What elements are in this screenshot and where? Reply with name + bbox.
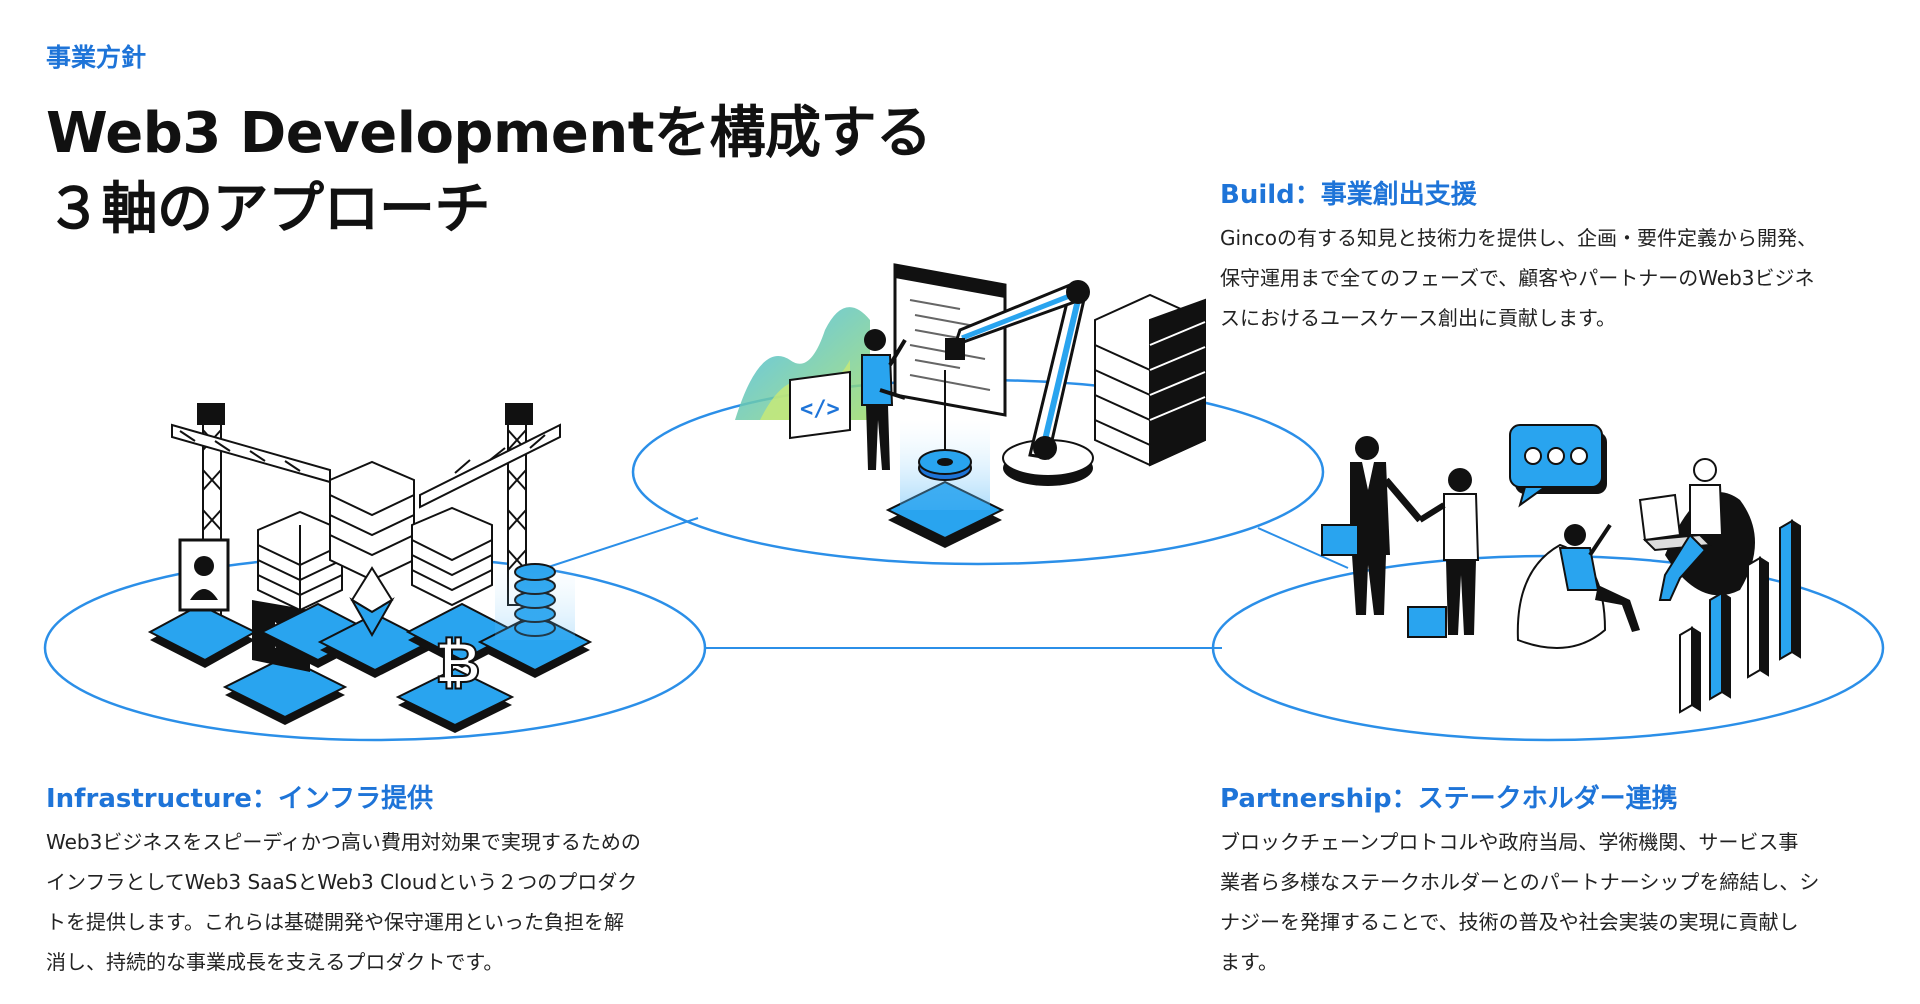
infrastructure-line: Web3ビジネスをスピーディかつ高い費用対効果で実現するための [46,830,641,854]
section-label: 事業方針 [46,43,147,72]
build-line: 保守運用まで全てのフェーズで、顧客やパートナーのWeb3ビジネ [1220,266,1815,290]
page-title-line-2: ３軸のアプローチ [46,177,491,242]
tile-ethereum [317,460,433,678]
laptop-person-icon [1638,458,1755,601]
code-tag-card: </> [789,370,851,440]
page-title-line-1: Web3 Developmentを構成する [46,101,932,166]
infrastructure-line: 消し、持続的な事業成長を支えるプロダクトです。 [46,950,504,974]
infrastructure-illustration: ₿ [147,403,593,733]
partnership-line: ます。 [1220,950,1278,974]
developer-person-icon [861,329,907,470]
bar-chart-icon [1679,519,1801,714]
businessman-icon [1321,436,1423,615]
build-line: スにおけるユースケース創出に貢献します。 [1220,306,1616,330]
partnership-line: ナジーを発揮することで、技術の普及や社会実装の実現に貢献し [1220,910,1799,934]
tile-nft [147,538,258,668]
infrastructure-line: トを提供します。これらは基礎開発や保守運用といった負担を解 [46,910,624,934]
tile-bitcoin: ₿ [395,630,515,733]
infra-tiles: ₿ [147,460,593,733]
chat-bubble-icon [1509,424,1607,508]
partnership-illustration [1321,424,1801,714]
partnership-line: ブロックチェーンプロトコルや政府当局、学術機関、サービス事 [1220,830,1799,854]
partnership-line: 業者ら多様なステークホルダーとのパートナーシップを締結し、シ [1220,870,1820,894]
infrastructure-description: Web3ビジネスをスピーディかつ高い費用対効果で実現するための インフラとしてW… [46,822,641,982]
partnership-description: ブロックチェーンプロトコルや政府当局、学術機関、サービス事 業者ら多様なステーク… [1220,822,1819,982]
infrastructure-line: インフラとしてWeb3 SaaSとWeb3 Cloudという２つのプロダク [46,870,638,894]
tile-coins [477,560,593,678]
build-description: Gincoの有する知見と技術力を提供し、企画・要件定義から開発、 保守運用まで全… [1220,218,1817,338]
infrastructure-title: Infrastructure：インフラ提供 [46,784,434,814]
partnership-title: Partnership：ステークホルダー連携 [1220,784,1678,814]
partner-person-icon [1407,468,1480,638]
server-stack-icon [1094,293,1206,467]
build-title: Build：事業創出支援 [1220,180,1477,210]
build-illustration: </> [735,263,1206,548]
build-line: Gincoの有する知見と技術力を提供し、企画・要件定義から開発、 [1220,226,1817,250]
connector-center-right [1257,527,1349,569]
robot-arm-icon [945,280,1094,486]
svg-text:₿: ₿ [435,631,481,696]
relaxing-person-icon [1516,523,1640,649]
tile-video [222,600,348,725]
gear-tile-icon [885,370,1005,548]
page-title: Web3 Developmentを構成する ３軸のアプローチ [46,96,932,248]
code-tag-icon: </> [800,397,840,422]
